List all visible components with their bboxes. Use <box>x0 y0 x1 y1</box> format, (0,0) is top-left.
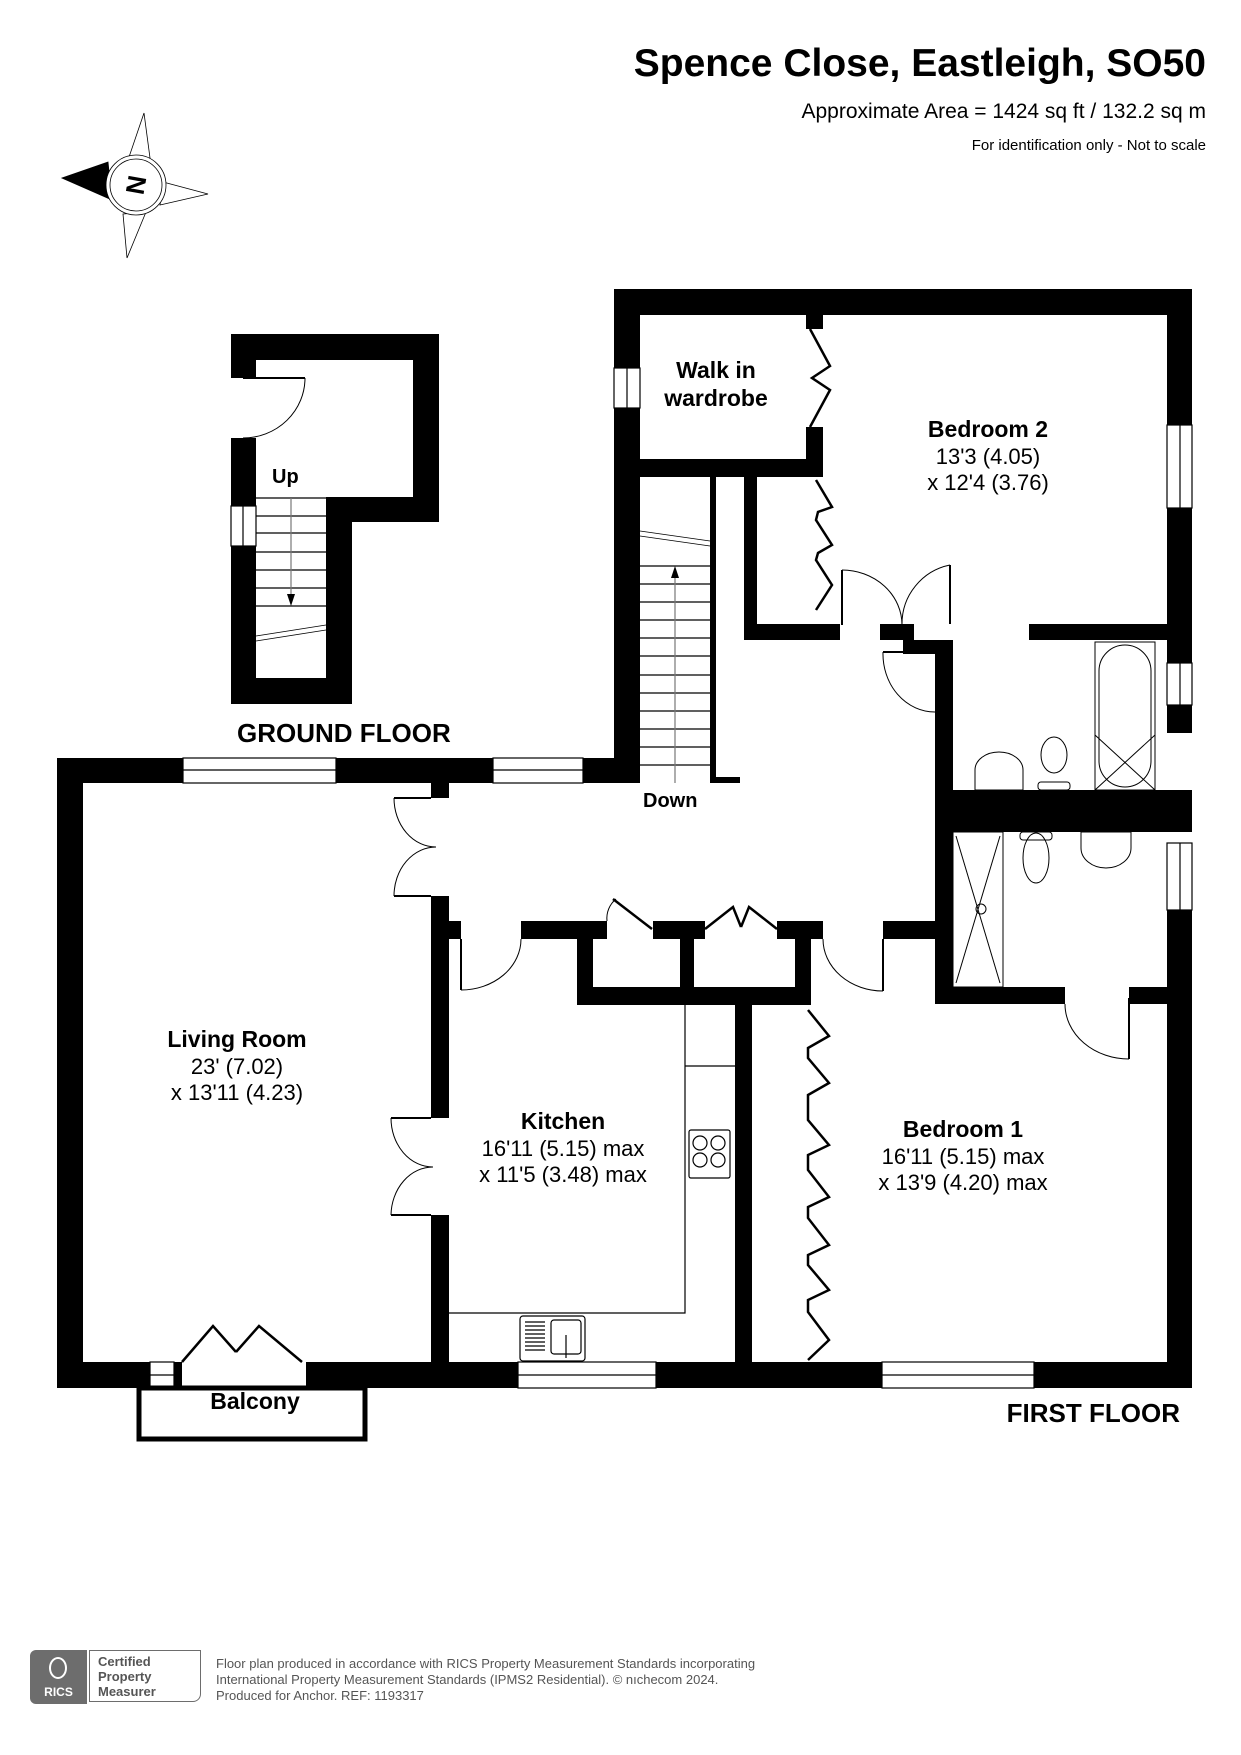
sink-icon <box>519 1315 586 1362</box>
first-floor-doors <box>181 328 1130 1363</box>
room-balcony: Balcony <box>210 1388 299 1416</box>
room-dimension: 16'11 (5.15) max <box>481 1135 645 1161</box>
room-bedroom-1: Bedroom 1 16'11 (5.15) max x 13'9 (4.20)… <box>878 1116 1047 1196</box>
room-dimension: x 12'4 (3.76) <box>927 469 1049 495</box>
room-name: Bedroom 1 <box>902 1116 1024 1142</box>
rics-logo: RICS <box>30 1650 87 1704</box>
toilet-icon <box>1040 736 1068 774</box>
room-dimension: x 13'11 (4.23) <box>170 1079 304 1105</box>
room-name: Kitchen <box>520 1108 606 1134</box>
ground-floor-label: GROUND FLOOR <box>237 718 451 748</box>
first-floor-windows <box>149 367 1193 1389</box>
scale-disclaimer: For identification only - Not to scale <box>971 137 1206 154</box>
washbasin-icon <box>974 751 1024 791</box>
room-living-room: Living Room 23' (7.02) x 13'11 (4.23) <box>167 1026 306 1106</box>
bath-icon <box>1094 641 1156 791</box>
room-name: Walk in <box>676 357 756 383</box>
room-dimension: 23' (7.02) <box>190 1053 284 1079</box>
compass-north-label: N <box>120 173 153 197</box>
room-dimension: x 11'5 (3.48) max <box>479 1161 647 1187</box>
certified-property-measurer: Certified Property Measurer <box>89 1650 201 1702</box>
approximate-area: Approximate Area = 1424 sq ft / 132.2 sq… <box>801 100 1207 123</box>
ground-floor-window <box>230 505 257 547</box>
footer-disclaimer: Floor plan produced in accordance with R… <box>216 1656 756 1703</box>
compass-icon: N <box>60 112 209 259</box>
room-kitchen: Kitchen 16'11 (5.15) max x 11'5 (3.48) m… <box>479 1108 647 1188</box>
stairs-down-label: Down <box>643 790 698 812</box>
room-dimension: x 13'9 (4.20) max <box>878 1169 1048 1195</box>
ground-floor-stairs <box>255 497 327 642</box>
ground-floor-entry-door <box>242 377 306 439</box>
room-name: Bedroom 2 <box>927 416 1049 442</box>
room-name: Living Room <box>167 1026 307 1052</box>
kitchen-counters <box>449 1005 735 1362</box>
rics-lion-icon <box>49 1657 67 1679</box>
room-dimension: 16'11 (5.15) max <box>881 1143 1045 1169</box>
shower-tray-icon <box>952 831 1004 988</box>
bathroom-fixtures <box>952 641 1156 988</box>
room-dimension: 13'3 (4.05) <box>935 443 1041 469</box>
hob-icon <box>688 1129 731 1179</box>
stairs-up-label: Up <box>272 466 299 488</box>
balcony-outline <box>136 1385 368 1442</box>
first-floor-label: FIRST FLOOR <box>1006 1398 1180 1428</box>
room-name: wardrobe <box>664 384 768 411</box>
property-title: Spence Close, Eastleigh, SO50 <box>633 42 1206 85</box>
rics-certified-badge: RICS Certified Property Measurer <box>30 1650 202 1704</box>
room-name: Balcony <box>210 1388 300 1414</box>
ground-floor-walls <box>231 334 439 704</box>
room-walk-in-wardrobe: Walk in wardrobe <box>664 357 768 412</box>
first-floor-stairs <box>639 530 711 783</box>
first-floor-walls <box>57 289 1192 1388</box>
room-bedroom-2: Bedroom 2 13'3 (4.05) x 12'4 (3.76) <box>927 416 1049 496</box>
